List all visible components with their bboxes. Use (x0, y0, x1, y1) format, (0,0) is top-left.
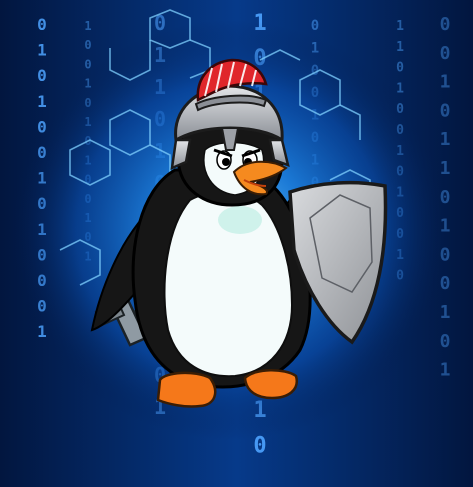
binary-digit: 0 (253, 433, 266, 458)
binary-digit: 1 (440, 129, 451, 150)
binary-digit: 0 (154, 11, 166, 35)
binary-digit: 0 (311, 18, 319, 34)
binary-digit: 0 (440, 273, 451, 294)
binary-digit: 0 (440, 331, 451, 352)
left-foot (156, 371, 217, 408)
binary-digit: 1 (440, 302, 451, 323)
binary-digit: 1 (396, 40, 404, 55)
binary-digit: 0 (440, 14, 451, 35)
binary-digit: 0 (37, 66, 47, 85)
binary-digit: 1 (84, 19, 91, 33)
binary-digit: 1 (440, 360, 451, 381)
spartan-helmet (170, 58, 290, 171)
helmet-plume (196, 58, 268, 102)
binary-digit: 1 (440, 72, 451, 93)
binary-digit: 0 (84, 38, 91, 52)
shield-emblem (309, 194, 373, 293)
binary-digit: 0 (440, 100, 451, 121)
binary-digit: 0 (440, 43, 451, 64)
binary-digit: 0 (396, 61, 404, 76)
binary-digit: 0 (37, 15, 47, 34)
binary-digit: 1 (396, 19, 404, 34)
right-foot (243, 369, 299, 400)
binary-digit: 1 (440, 158, 451, 179)
binary-digit: 1 (37, 41, 47, 60)
penguin-belly (163, 191, 294, 378)
shield (288, 180, 388, 345)
binary-digit: 0 (84, 57, 91, 71)
shield-outer (288, 180, 388, 345)
penguin (90, 108, 320, 408)
helmet-nose-guard (220, 127, 240, 151)
binary-digit: 1 (396, 81, 404, 96)
binary-digit: 1 (37, 92, 47, 111)
